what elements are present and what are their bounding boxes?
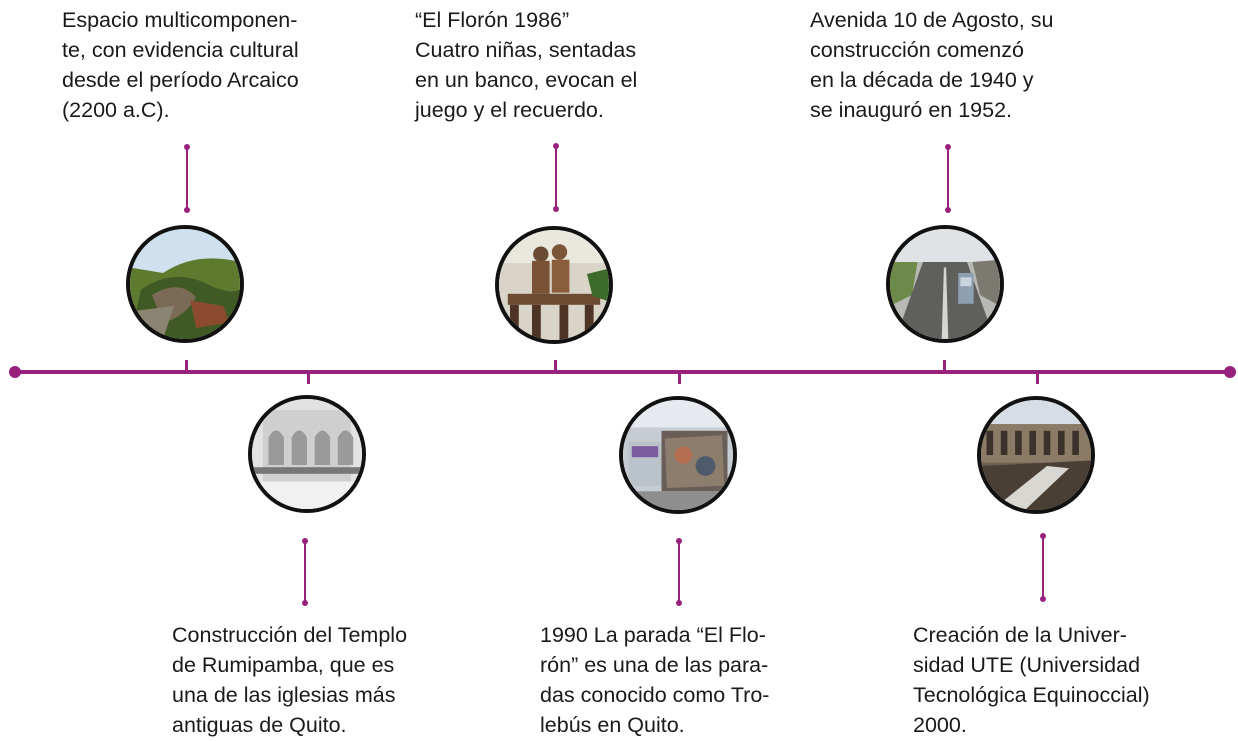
- axis-tick: [554, 360, 557, 370]
- connector-dot: [1040, 596, 1046, 602]
- connector-dot: [553, 206, 559, 212]
- event-label-avenida-10-agosto: Avenida 10 de Agosto, su construcción co…: [810, 8, 1054, 122]
- axis-tick: [1036, 374, 1039, 384]
- avenue-photo: [886, 225, 1004, 343]
- timeline-axis: [14, 370, 1231, 374]
- connector-dot: [184, 207, 190, 213]
- sculpture-photo: [495, 226, 613, 344]
- connector-line: [186, 147, 188, 210]
- connector-dot: [676, 600, 682, 606]
- archaeological-site-photo: [126, 225, 244, 343]
- event-label-trolebus-1990: 1990 La parada “El Flo- rón” es una de l…: [540, 623, 770, 737]
- event-label-rumipamba: Construcción del Templo de Rumipamba, qu…: [172, 623, 408, 737]
- timeline-end-dot: [1224, 366, 1236, 378]
- connector-dot: [945, 207, 951, 213]
- connector-dot: [302, 600, 308, 606]
- connector-line: [678, 541, 680, 603]
- connector-line: [555, 146, 557, 209]
- timeline-start-dot: [9, 366, 21, 378]
- church-photo: [248, 395, 366, 513]
- connector-line: [947, 147, 949, 210]
- axis-tick: [307, 374, 310, 384]
- connector-line: [304, 541, 306, 603]
- event-label-floron-1986: “El Florón 1986” Cuatro niñas, sentadas …: [415, 8, 638, 122]
- axis-tick: [185, 360, 188, 370]
- trolebus-stop-photo: [619, 396, 737, 514]
- event-label-arcaico: Espacio multicomponen- te, con evidencia…: [62, 8, 299, 122]
- connector-line: [1042, 536, 1044, 599]
- university-photo: [977, 396, 1095, 514]
- axis-tick: [678, 374, 681, 384]
- event-label-ute-2000: Creación de la Univer- sidad UTE (Univer…: [913, 623, 1150, 737]
- axis-tick: [943, 360, 946, 370]
